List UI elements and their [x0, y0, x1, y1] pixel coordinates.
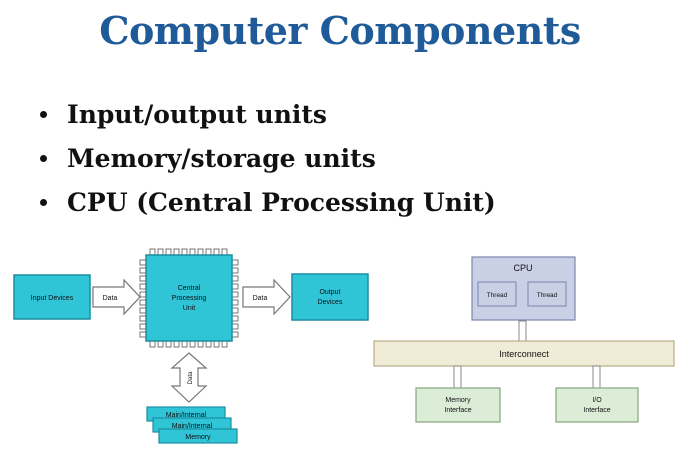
data-out-label: Data: [253, 295, 268, 302]
bullet-text: Input/output units: [67, 99, 327, 129]
cpu-connector: [518, 320, 527, 342]
left-diagram: Input Devices Data Central Processing Un…: [13, 248, 369, 444]
memory-bidirectional-arrow-icon: [170, 352, 208, 403]
bullet-text: CPU (Central Processing Unit): [67, 187, 496, 217]
cpu-chip: [145, 254, 233, 342]
memory-box-3: [158, 428, 238, 444]
data-in-label: Data: [103, 295, 118, 302]
interconnect-bar: [373, 340, 675, 367]
bullet-dot-icon: [40, 110, 47, 118]
thread-label-2: Thread: [537, 292, 558, 299]
io-interface-line2: Interface: [583, 407, 610, 414]
cpu-label-line3: Unit: [183, 305, 196, 312]
cpu-label-line2: Processing: [172, 295, 207, 302]
right-diagram: CPU Thread Thread Interconnect Memory In…: [373, 256, 675, 423]
bullet-dot-icon: [40, 154, 47, 162]
chip-pins: [139, 248, 239, 348]
memory-label-line1: Main/Internal: [166, 412, 207, 419]
output-devices-label-line1: Output: [319, 289, 340, 296]
bullet-item: CPU (Central Processing Unit): [40, 180, 496, 224]
memory-connector: [453, 365, 462, 389]
bullet-dot-icon: [40, 198, 47, 206]
data-in-arrow-icon: [92, 278, 141, 316]
thread-label-1: Thread: [487, 292, 508, 299]
memory-interface-line1: Memory: [445, 397, 471, 404]
io-interface-line1: I/O: [592, 397, 602, 404]
bullet-text: Memory/storage units: [67, 143, 376, 173]
memory-label-line3: Memory: [185, 434, 211, 441]
bullet-item: Input/output units: [40, 92, 496, 136]
input-devices-box: [13, 274, 91, 320]
page-title: Computer Components: [99, 8, 581, 53]
memory-data-label: Data: [188, 371, 194, 384]
cpu-box-label: CPU: [513, 263, 532, 273]
data-out-arrow-icon: [242, 278, 291, 316]
memory-interface-line2: Interface: [444, 407, 471, 414]
interconnect-label: Interconnect: [499, 349, 549, 359]
bullet-list: Input/output units Memory/storage units …: [40, 92, 496, 224]
input-devices-label: Input Devices: [31, 295, 74, 302]
thread-box-2: [527, 281, 567, 307]
io-connector: [592, 365, 601, 389]
thread-box-1: [477, 281, 517, 307]
bullet-item: Memory/storage units: [40, 136, 496, 180]
memory-interface-box: [415, 387, 501, 423]
io-interface-box: [555, 387, 639, 423]
output-devices-label-line2: Devices: [318, 299, 343, 306]
output-devices-box: [291, 273, 369, 321]
cpu-label-line1: Central: [178, 285, 201, 292]
memory-label-line2: Main/Internal: [172, 423, 213, 430]
